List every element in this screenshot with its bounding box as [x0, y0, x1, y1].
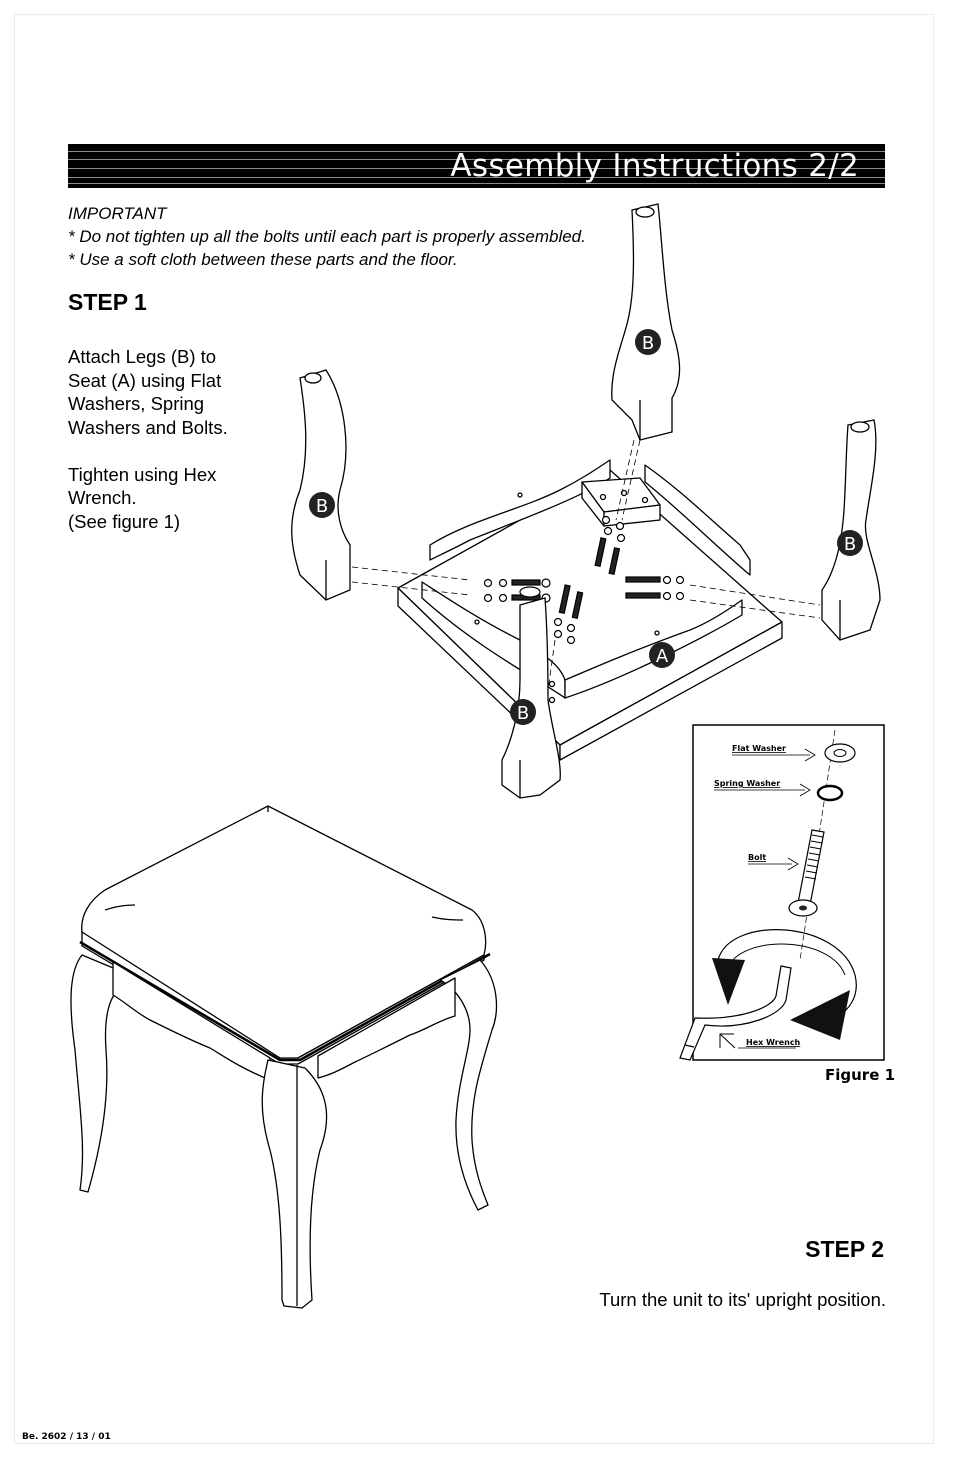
- leg-front: [501, 597, 561, 799]
- important-notes: IMPORTANT * Do not tighten up all the bo…: [68, 202, 586, 271]
- leg-right: [821, 419, 881, 641]
- spring-washer-label: Spring Washer: [714, 779, 780, 788]
- important-heading: IMPORTANT: [68, 204, 167, 223]
- page-title: Assembly Instructions 2/2: [450, 148, 859, 184]
- bolt-icon: [788, 829, 825, 917]
- step1-instructions: Attach Legs (B) to Seat (A) using Flat W…: [68, 345, 228, 533]
- part-label-a: A: [656, 646, 669, 667]
- step1-line: Tighten using Hex: [68, 463, 217, 485]
- step1-line: Washers, Spring: [68, 393, 205, 414]
- spring-washer-icon: [816, 784, 844, 802]
- hex-wrench-icon: [679, 965, 792, 1061]
- hardware-bolts: [483, 515, 685, 645]
- figure1-box: Flat Washer Spring Washer Bolt: [679, 724, 885, 1061]
- bolt-label: Bolt: [748, 853, 766, 862]
- important-line-1: * Do not tighten up all the bolts until …: [68, 227, 586, 246]
- title-bar: Assembly Instructions 2/2: [68, 144, 885, 188]
- part-badge-b-front: B: [510, 699, 536, 725]
- upright-stool: [70, 805, 498, 1309]
- step1-line: Washers and Bolts.: [68, 416, 228, 438]
- step2-instructions: Turn the unit to its' upright position.: [599, 1289, 886, 1310]
- step1-line: Seat (A) using Flat: [68, 369, 222, 391]
- part-badge-b-right: B: [837, 530, 863, 556]
- figure1-caption: Figure 1: [825, 1066, 896, 1084]
- part-label-b: B: [844, 534, 856, 555]
- step1-title: STEP 1: [68, 289, 147, 315]
- assembly-guide-lines: [351, 439, 821, 691]
- rotation-arrow-icon: [712, 929, 857, 1040]
- important-line-2: * Use a soft cloth between these parts a…: [68, 250, 458, 269]
- page-border: [14, 14, 934, 1444]
- part-badge-a: A: [649, 642, 675, 668]
- step1-line: (See figure 1): [68, 510, 181, 532]
- flat-washer-label: Flat Washer: [732, 744, 786, 753]
- part-label-b: B: [642, 333, 654, 354]
- hex-wrench-label: Hex Wrench: [746, 1038, 801, 1047]
- step1-line: Attach Legs (B) to: [68, 346, 217, 367]
- part-label-b: B: [316, 496, 328, 517]
- step2-title: STEP 2: [805, 1236, 884, 1262]
- step1-line: Wrench.: [68, 487, 137, 508]
- leg-top: [611, 203, 681, 441]
- part-badge-b-left: B: [309, 492, 335, 518]
- part-badge-b-top: B: [635, 329, 661, 355]
- leg-left: [291, 369, 351, 601]
- seat-exploded-view: [397, 459, 783, 761]
- footer-code: Be. 2602 / 13 / 01: [22, 1432, 111, 1442]
- part-label-b: B: [517, 703, 529, 724]
